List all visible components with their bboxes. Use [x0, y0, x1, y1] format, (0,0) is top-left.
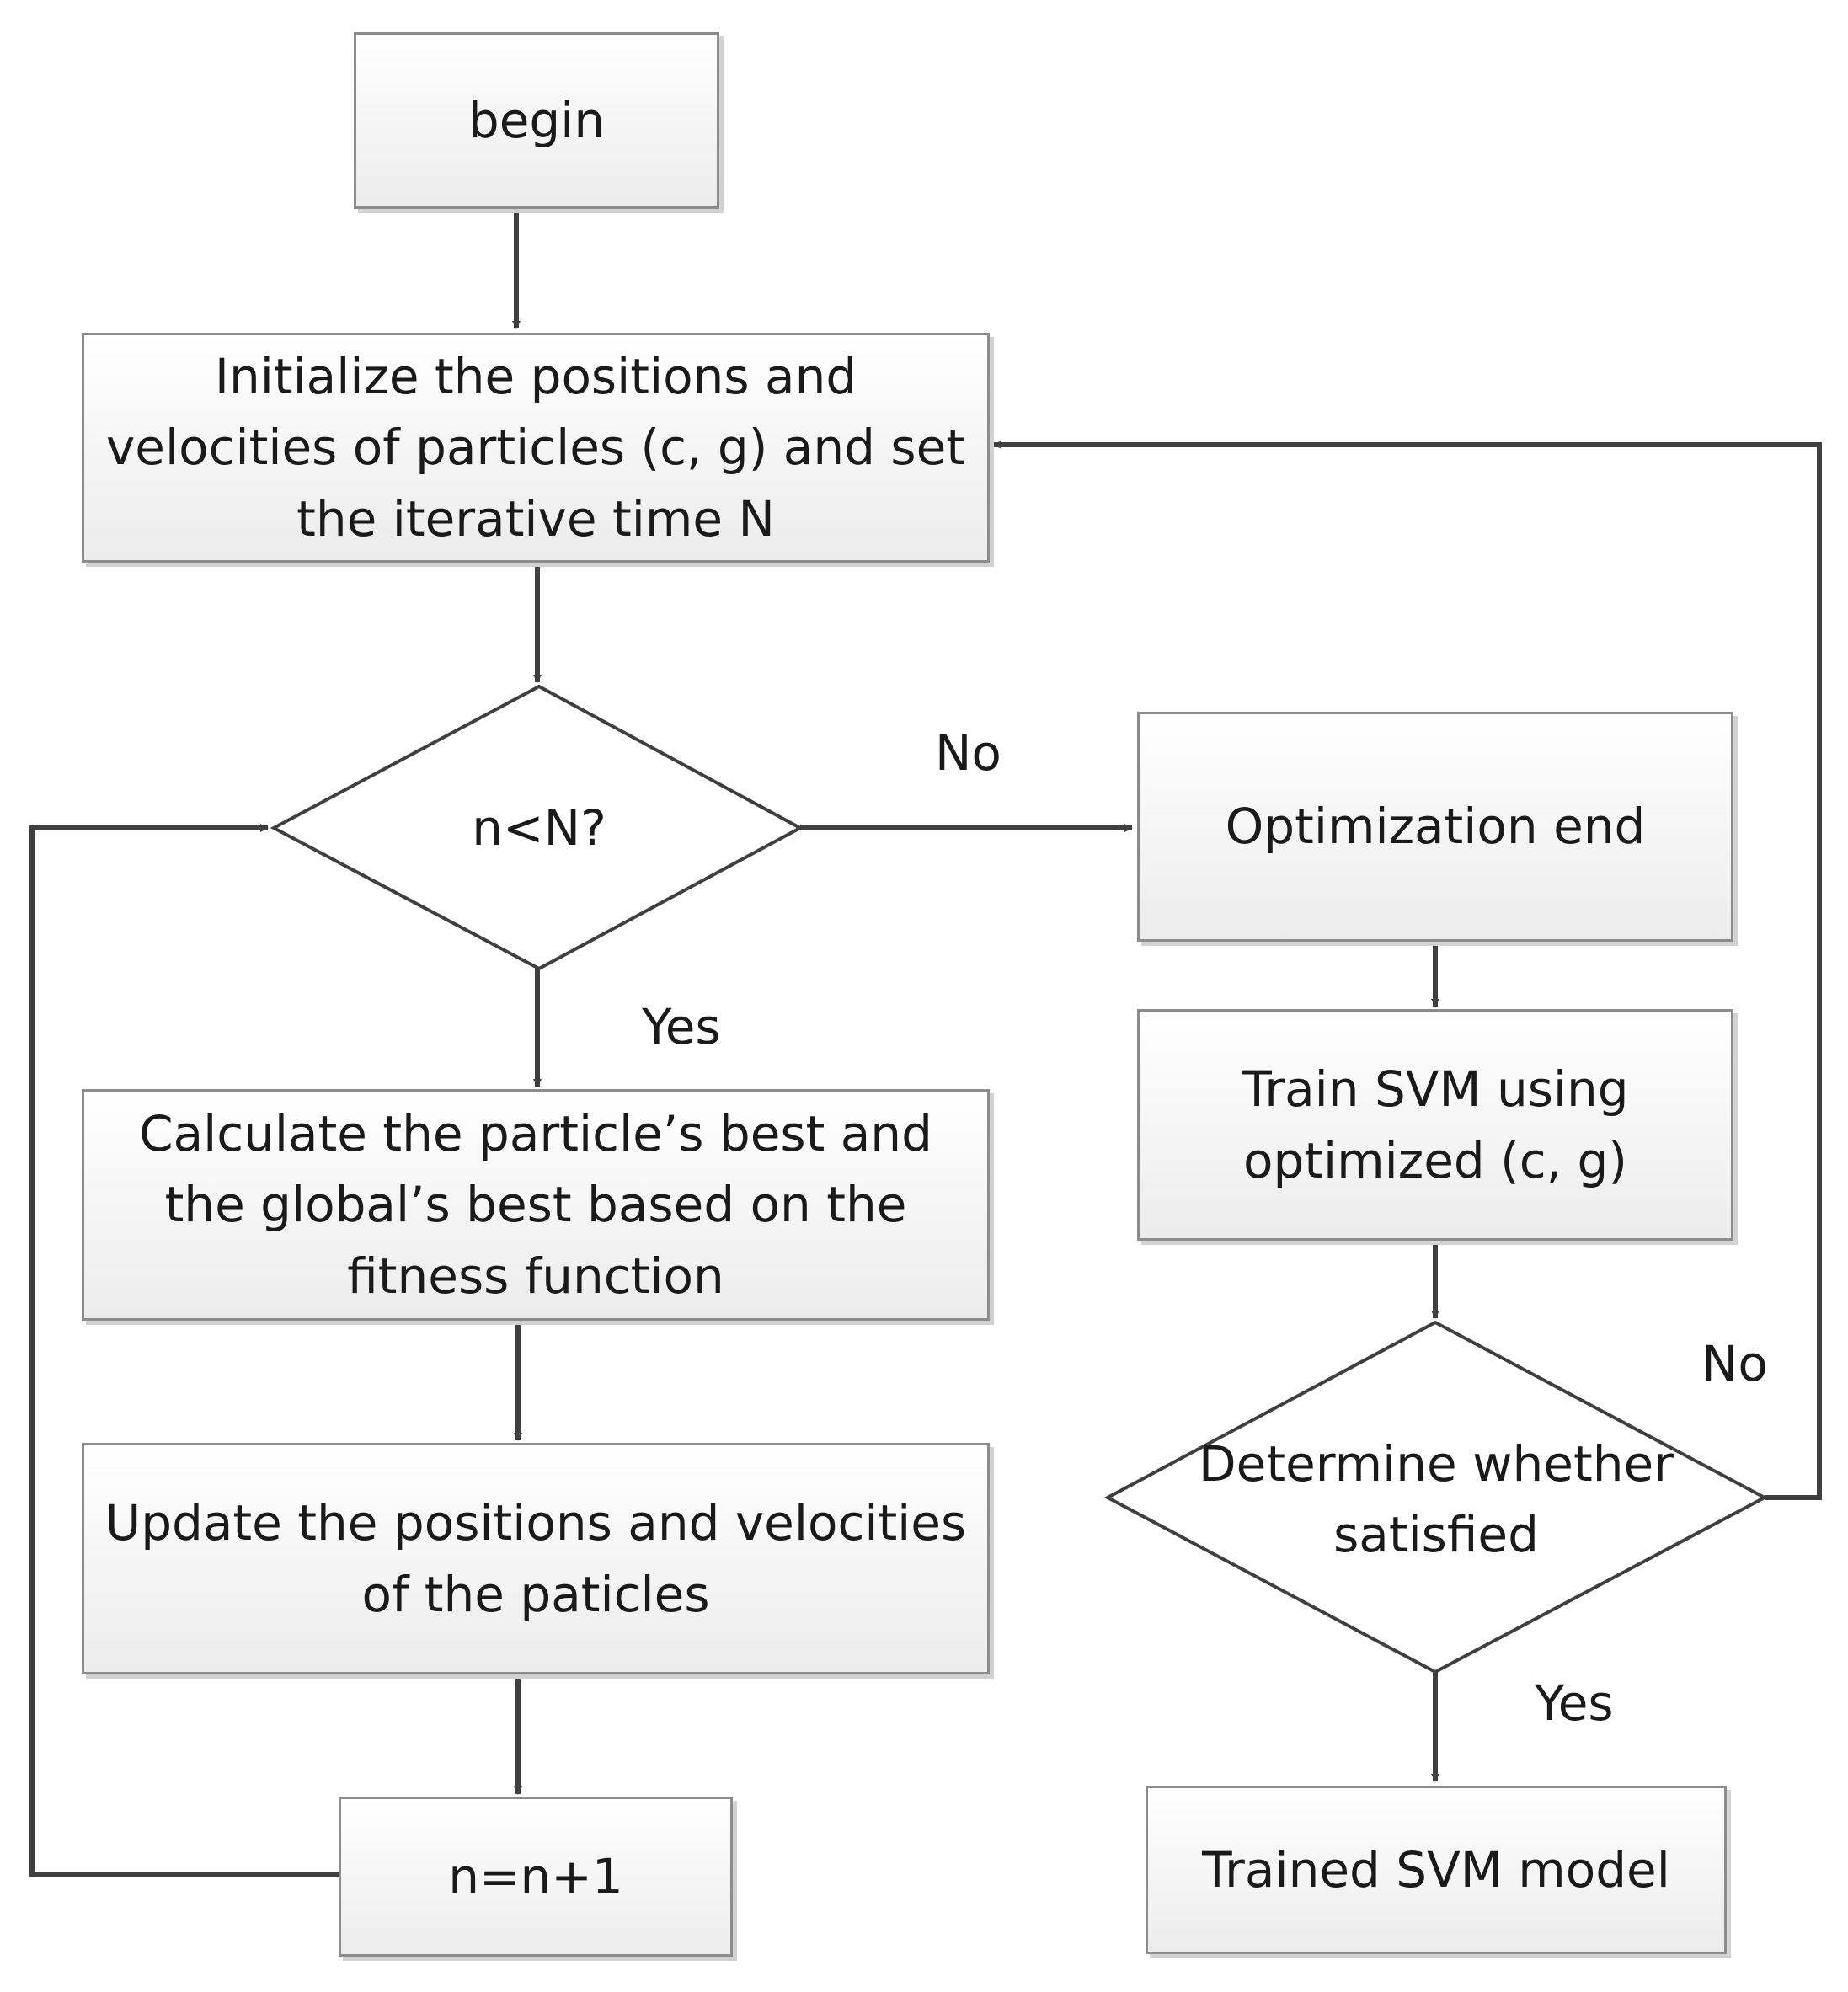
update-label: Update the positions and velocities of t…: [104, 1494, 967, 1623]
determine-yes-label: Yes: [1535, 1674, 1614, 1732]
optimization-end-box: Optimization end: [1137, 712, 1733, 942]
determine-no-label: No: [1701, 1335, 1768, 1392]
trained-model-box: Trained SVM model: [1146, 1786, 1727, 1954]
increment-box: n=n+1: [339, 1797, 733, 1957]
train-label: Train SVM using optimized (c, g): [1242, 1060, 1629, 1189]
update-box: Update the positions and velocities of t…: [82, 1443, 990, 1674]
calculate-box: Calculate the particle’s best and the gl…: [82, 1089, 990, 1321]
arrow-determine-loop-to-initialize: [993, 441, 1822, 1500]
begin-box: begin: [354, 32, 719, 209]
train-box: Train SVM using optimized (c, g): [1137, 1009, 1733, 1241]
trained-model-label: Trained SVM model: [1202, 1840, 1670, 1899]
condition-yes-label: Yes: [642, 998, 721, 1055]
initialize-label: Initialize the positions and velocities …: [105, 348, 965, 547]
condition-no-label: No: [935, 724, 1001, 782]
optimization-end-label: Optimization end: [1225, 798, 1646, 856]
arrow-increment-loop-to-condition: [29, 824, 339, 1877]
condition-label: n<N?: [472, 798, 606, 857]
increment-label: n=n+1: [448, 1847, 623, 1905]
begin-label: begin: [467, 91, 606, 149]
calculate-label: Calculate the particle’s best and the gl…: [139, 1105, 932, 1305]
initialize-box: Initialize the positions and velocities …: [82, 333, 990, 563]
determine-label: Determine whether satisfied: [1199, 1434, 1674, 1563]
